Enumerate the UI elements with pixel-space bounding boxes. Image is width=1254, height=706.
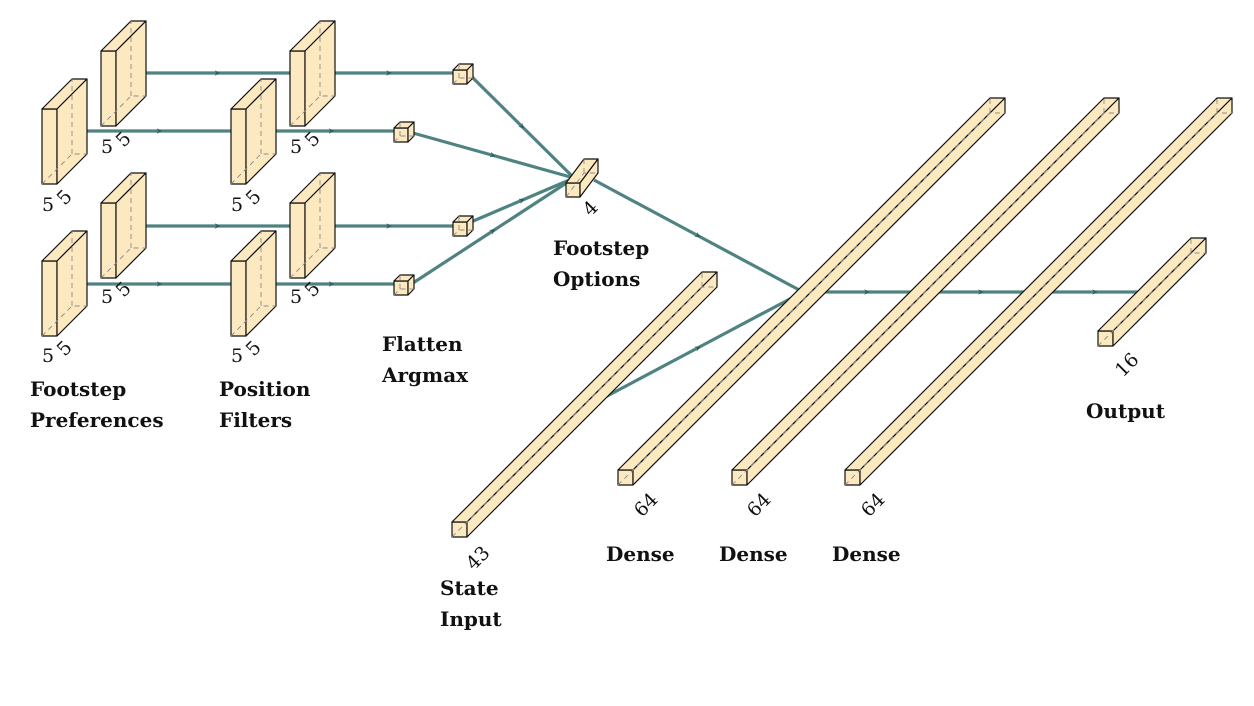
- layer-boxes: [41, 20, 1233, 538]
- position-filters-map: [230, 230, 277, 337]
- dim-label: 5: [42, 345, 54, 367]
- dim-label: 16: [1111, 349, 1144, 382]
- connector-arrow: [469, 74, 576, 180]
- flatten-argmax-cube: [393, 121, 415, 143]
- position-filters-label: Filters: [219, 408, 292, 432]
- dim-label: 5: [231, 194, 243, 216]
- dim-label: 64: [857, 489, 890, 522]
- flatten-argmax-cube: [452, 215, 474, 237]
- footstep-preferences-map: [100, 20, 147, 127]
- footstep-preferences-label: Preferences: [30, 408, 164, 432]
- dense-label: Dense: [606, 542, 675, 566]
- output-label: Output: [1086, 399, 1166, 423]
- dim-label: 5: [53, 185, 77, 209]
- connector-arrow: [412, 131, 575, 180]
- footstep-preferences-label: Footstep: [30, 377, 126, 401]
- footstep-options-bar: [565, 158, 599, 198]
- dim-label: 5: [301, 277, 325, 301]
- connector-arrow: [593, 178, 804, 294]
- connector-arrows: [72, 70, 1145, 405]
- flatten-argmax-label: Flatten: [382, 332, 463, 356]
- dim-label: 43: [462, 542, 495, 575]
- dense-label: Dense: [832, 542, 901, 566]
- dim-label: 5: [101, 286, 113, 308]
- dense-label: Dense: [719, 542, 788, 566]
- dim-label: 5: [112, 277, 136, 301]
- dim-label: 5: [231, 345, 243, 367]
- footstep-preferences-map: [100, 172, 147, 279]
- dim-label: 5: [242, 185, 266, 209]
- dim-label: 5: [290, 136, 302, 158]
- dim-label: 4: [579, 196, 603, 220]
- output-bar: [1097, 237, 1207, 347]
- position-filters-map: [289, 20, 336, 127]
- position-filters-map: [289, 172, 336, 279]
- dim-label: 64: [743, 489, 776, 522]
- connector-arrow: [412, 176, 575, 285]
- position-filters-map: [230, 78, 277, 185]
- dense-layer-bar: [617, 97, 1006, 486]
- dim-label: 5: [101, 136, 113, 158]
- dim-label: 5: [53, 336, 77, 360]
- dim-label: 5: [42, 194, 54, 216]
- state-input-label: Input: [440, 607, 502, 631]
- dim-label: 5: [242, 336, 266, 360]
- flatten-argmax-cube: [393, 274, 415, 296]
- dense-layer-bar: [731, 97, 1120, 486]
- footstep-options-label: Options: [553, 267, 640, 291]
- state-input-label: State: [440, 576, 499, 600]
- footstep-preferences-map: [41, 230, 88, 337]
- connector-arrow: [593, 290, 804, 405]
- footstep-preferences-map: [41, 78, 88, 185]
- connector-arrow: [470, 176, 575, 224]
- position-filters-label: Position: [219, 377, 311, 401]
- flatten-argmax-cube: [452, 63, 474, 85]
- state-input-bar: [451, 271, 718, 538]
- footstep-options-label: Footstep: [553, 236, 649, 260]
- dim-label: 64: [630, 489, 663, 522]
- dim-label: 5: [290, 286, 302, 308]
- flatten-argmax-label: Argmax: [381, 363, 469, 387]
- dense-layer-bar: [844, 97, 1233, 486]
